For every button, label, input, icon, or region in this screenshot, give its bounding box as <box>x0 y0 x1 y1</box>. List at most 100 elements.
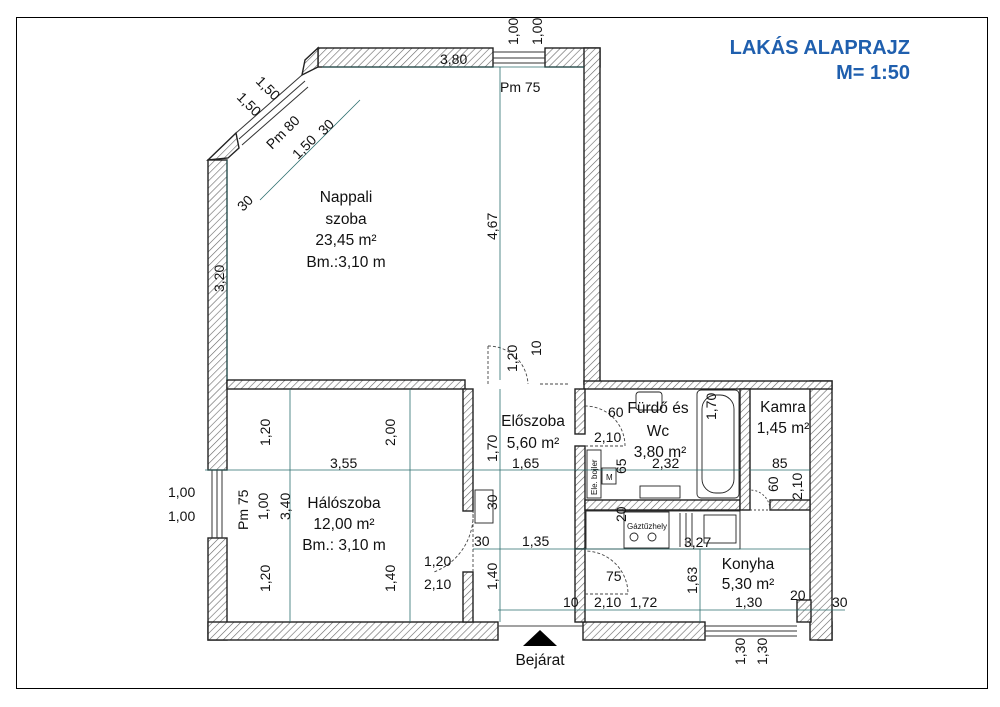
plan-title: LAKÁS ALAPRAJZ M= 1:50 <box>660 36 910 86</box>
dim-210-kamra: 2,10 <box>789 473 805 500</box>
room-haloszoba-area: 12,00 m² <box>313 516 374 533</box>
wall-kamra-bottom <box>769 499 811 511</box>
dim-60-kamra: 60 <box>765 476 781 492</box>
drawing-frame <box>16 17 988 689</box>
dim-line-bay <box>259 99 361 201</box>
boiler-box <box>586 449 602 499</box>
dim-210-door: 2,10 <box>424 576 451 592</box>
column-small <box>796 599 812 623</box>
dim-150-bay-b: 1,50 <box>234 89 265 120</box>
dim-100-bed: 1,00 <box>255 493 271 520</box>
room-kamra-name: Kamra <box>760 399 806 416</box>
dim-163: 1,63 <box>684 567 700 594</box>
stove-label: Gáztűzhely <box>627 522 667 531</box>
dim-65-bath: 65 <box>613 458 629 474</box>
dim-320: 3,20 <box>211 265 227 292</box>
dim-170-bath: 1,70 <box>703 393 719 420</box>
bathtub <box>696 389 740 499</box>
dim-30-hall-b: 30 <box>474 533 490 549</box>
door-kitchen <box>584 550 629 595</box>
room-nappali-area: 23,45 m² <box>315 232 376 249</box>
room-nappali-name1: Nappali <box>320 189 373 206</box>
room-eloszoba-area: 5,60 m² <box>507 435 560 452</box>
door-living <box>487 345 529 385</box>
wall-diagonal-bay <box>301 46 319 77</box>
dim-85: 85 <box>772 455 788 471</box>
dim-210-bottom: 2,10 <box>594 594 621 610</box>
dim-172: 1,72 <box>630 594 657 610</box>
wall-bottom-left <box>207 621 499 641</box>
dim-30-bottom: 30 <box>832 594 848 610</box>
kitchen-sink <box>703 514 737 544</box>
windows <box>211 51 797 637</box>
fixtures <box>474 389 741 550</box>
room-haloszoba-height: Bm.: 3,10 m <box>302 537 386 554</box>
room-konyha-area: 5,30 m² <box>722 576 775 593</box>
wall-left-living <box>207 159 228 471</box>
wall-bath-bottom <box>584 499 741 511</box>
wall-bottom-mid <box>582 621 706 641</box>
dim-100-top-b: 1,00 <box>529 18 545 45</box>
wall-bath-left <box>574 388 586 435</box>
dim-140-hall: 1,40 <box>484 563 500 590</box>
wall-top-kitchen <box>583 380 833 390</box>
plan-scale: M= 1:50 <box>836 62 910 84</box>
dim-327: 3,27 <box>684 534 711 550</box>
room-konyha-name: Konyha <box>722 556 775 573</box>
window-bay <box>235 74 309 146</box>
dim-467: 4,67 <box>484 213 500 240</box>
boiler-label: Ele. bojler <box>590 459 599 495</box>
window-living-top <box>493 51 545 64</box>
doors <box>433 345 771 627</box>
door-kamra <box>749 489 771 511</box>
dim-130-bottom: 1,30 <box>735 594 762 610</box>
door-bathroom <box>584 405 626 447</box>
entrance-arrow-icon <box>523 630 557 646</box>
dim-pm75-left: Pm 75 <box>235 489 251 530</box>
dim-100-left-b: 1,00 <box>168 508 195 524</box>
room-eloszoba-name: Előszoba <box>501 413 565 430</box>
bedroom-closet <box>474 489 494 524</box>
door-bedroom <box>433 510 474 573</box>
wall-kitchen-left <box>574 548 586 623</box>
stove <box>623 511 670 549</box>
dim-200-bed: 2,00 <box>382 419 398 446</box>
dim-165: 1,65 <box>512 455 539 471</box>
wall-bedroom-top <box>226 379 466 390</box>
dim-130-vert-b: 1,30 <box>754 638 770 665</box>
wall-right-outer <box>809 380 833 641</box>
meter-box <box>601 467 617 485</box>
dim-150-bay-c: 1,50 <box>289 131 320 162</box>
dim-100-top-a: 1,00 <box>505 18 521 45</box>
wall-kamra-left <box>739 388 751 511</box>
dim-135: 1,35 <box>522 533 549 549</box>
dim-75-kitchen: 75 <box>606 568 622 584</box>
dim-10-bottom: 10 <box>563 594 579 610</box>
plan-title-name: LAKÁS ALAPRAJZ <box>729 37 910 59</box>
dim-pm75-top: Pm 75 <box>500 79 541 95</box>
room-furdo-area: 3,80 m² <box>634 444 687 461</box>
dim-120-living: 1,20 <box>504 345 520 372</box>
stove-burner <box>629 532 639 542</box>
room-nappali-height: Bm.:3,10 m <box>306 254 385 271</box>
wall-bath-left-lower <box>574 445 586 550</box>
room-nappali-name2: szoba <box>325 211 367 228</box>
dim-210-bath: 2,10 <box>594 429 621 445</box>
sink <box>635 391 663 411</box>
room-furdo-name2: Wc <box>647 423 670 440</box>
dim-20-bottom: 20 <box>790 587 806 603</box>
entrance-label: Bejárat <box>515 652 565 669</box>
dim-130-vert-a: 1,30 <box>732 638 748 665</box>
dim-340: 3,40 <box>277 493 293 520</box>
window-kitchen <box>705 625 797 637</box>
dim-100-left-a: 1,00 <box>168 484 195 500</box>
dim-120-door: 1,20 <box>424 553 451 569</box>
room-labels: Nappali szoba 23,45 m² Bm.:3,10 m Hálósz… <box>302 189 809 669</box>
wall-diagonal-lower <box>206 131 240 161</box>
dim-120-bed-top: 1,20 <box>257 419 273 446</box>
bathtub-inner <box>701 394 735 494</box>
dim-30-left: 30 <box>234 192 256 214</box>
toilet-tank <box>639 485 681 499</box>
wall-bedroom-right-upper <box>462 388 474 512</box>
